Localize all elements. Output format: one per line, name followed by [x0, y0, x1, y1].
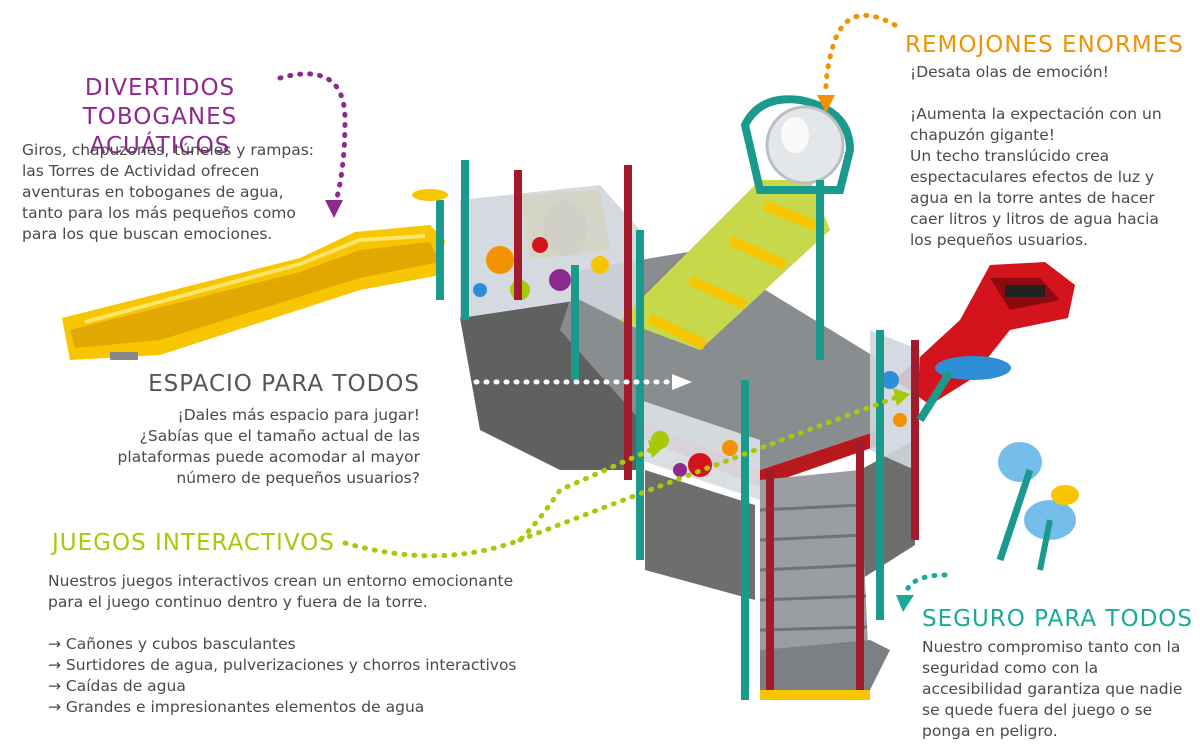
seguro-body: Nuestro compromiso tanto con la segurida…: [922, 637, 1197, 742]
toboganes-body: Giros, chapuzones, túneles y rampas: las…: [22, 140, 322, 245]
juegos-list-item: → Grandes e impresionantes elementos de …: [48, 698, 425, 716]
remojones-line: caer litros y litros de agua hacia: [910, 210, 1159, 228]
juegos-line: para el juego continuo dentro y fuera de…: [48, 593, 428, 611]
remojones-line: agua en la torre antes de hacer: [910, 189, 1155, 207]
juegos-list-item: → Surtidores de agua, pulverizaciones y …: [48, 656, 517, 674]
juegos-list-item: → Caídas de agua: [48, 677, 186, 695]
juegos-list: → Cañones y cubos basculantes → Surtidor…: [48, 634, 538, 718]
remojones-body: ¡Desata olas de emoción! ¡Aumenta la exp…: [910, 62, 1195, 251]
remojones-line: espectaculares efectos de luz y: [910, 168, 1155, 186]
red-slide: [895, 262, 1075, 405]
left-panels: [460, 185, 640, 330]
juegos-body: Nuestros juegos interactivos crean un en…: [48, 571, 538, 718]
spray-dish-right: [935, 356, 1011, 380]
big-bucket: [740, 95, 855, 194]
seguro-title: SEGURO PARA TODOS: [922, 606, 1193, 632]
toboganes-line: para los que buscan emociones.: [22, 225, 273, 243]
toboganes-line: tanto para los más pequeños como: [22, 204, 296, 222]
remojones-line: chapuzón gigante!: [910, 126, 1056, 144]
seguro-line: accesibilidad garantiza que nadie: [922, 680, 1183, 698]
seguro-line: seguridad como con la: [922, 659, 1099, 677]
toboganes-line: las Torres de Actividad ofrecen: [22, 162, 260, 180]
juegos-list-item: → Cañones y cubos basculantes: [48, 635, 296, 653]
seguro-line: ponga en peligro.: [922, 722, 1058, 740]
juegos-line: Nuestros juegos interactivos crean un en…: [48, 572, 514, 590]
remojones-title: REMOJONES ENORMES: [905, 32, 1184, 58]
yellow-slide: [62, 225, 445, 360]
espacio-body: ¡Dales más espacio para jugar! ¿Sabías q…: [100, 405, 420, 489]
callout-arrows: [277, 12, 948, 612]
toboganes-line: Giros, chapuzones, túneles y rampas:: [22, 141, 314, 159]
espacio-line: número de pequeños usuarios?: [176, 469, 420, 487]
toboganes-line: aventuras en toboganes de agua,: [22, 183, 284, 201]
remojones-line: ¡Desata olas de emoción!: [910, 63, 1109, 81]
toboganes-title-line-2: TOBOGANES ACUÁTICOS: [82, 103, 238, 159]
bridge-ramp: [620, 180, 830, 350]
spray-dish-left: [412, 189, 448, 201]
espacio-title: ESPACIO PARA TODOS: [148, 371, 420, 397]
espacio-line: ¡Dales más espacio para jugar!: [177, 406, 420, 424]
toboganes-title: DIVERTIDOS TOBOGANES ACUÁTICOS: [10, 74, 310, 160]
seguro-line: se quede fuera del juego o se: [922, 701, 1153, 719]
standalone-water-feature: [996, 442, 1079, 571]
toboganes-title-line-1: DIVERTIDOS: [84, 75, 236, 101]
remojones-line: ¡Aumenta la expectación con un: [910, 105, 1162, 123]
remojones-line: Un techo translúcido crea: [910, 147, 1110, 165]
espacio-line: ¿Sabías que el tamaño actual de las: [139, 427, 420, 445]
tower-posts: [436, 160, 919, 700]
juegos-title: JUEGOS INTERACTIVOS: [52, 530, 335, 556]
remojones-line: los pequeños usuarios.: [910, 231, 1089, 249]
espacio-line: plataformas puede acomodar al mayor: [117, 448, 420, 466]
seguro-line: Nuestro compromiso tanto con la: [922, 638, 1181, 656]
